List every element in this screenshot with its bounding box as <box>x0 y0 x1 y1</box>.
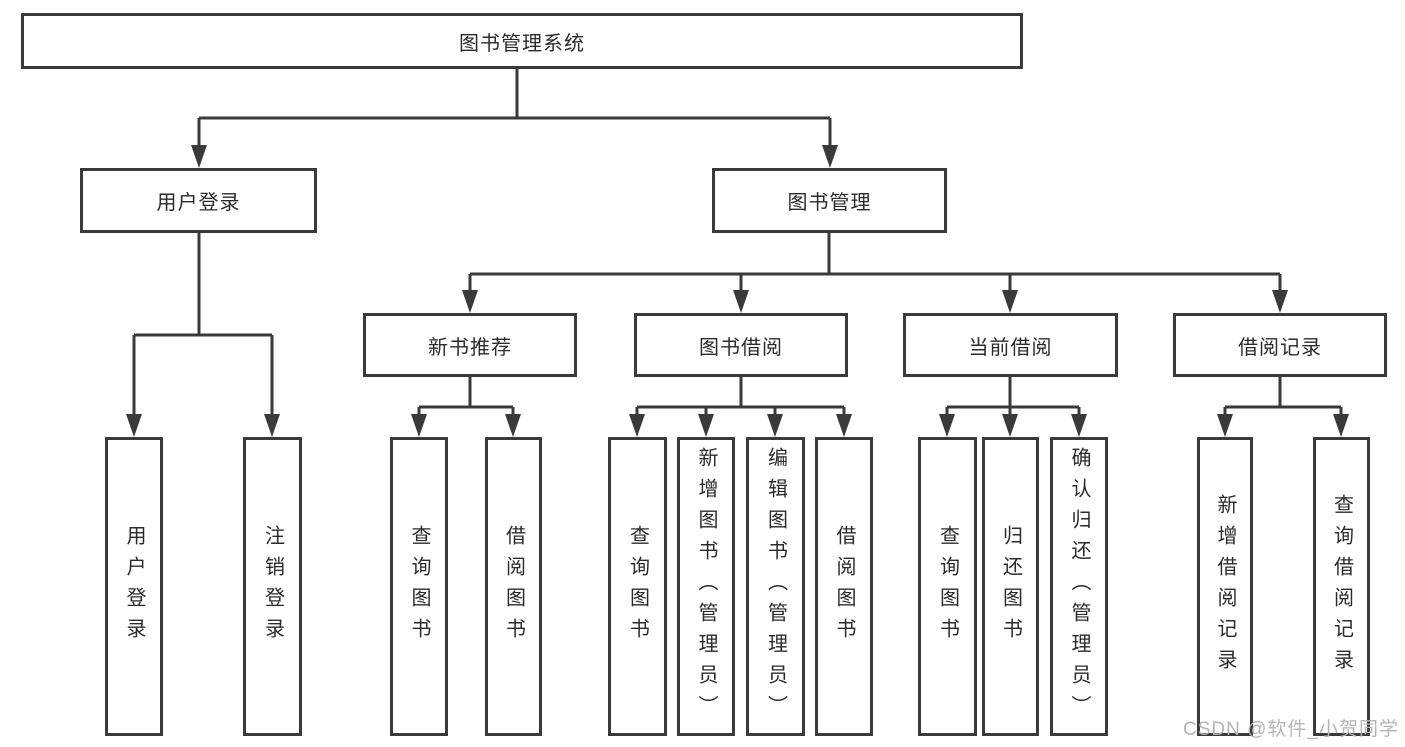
node-label: 用户登录 <box>156 192 241 214</box>
node-leaf-borrow-books-recommend: 借阅图书 <box>485 437 542 736</box>
node-label: 图书借阅 <box>699 336 783 359</box>
connector-root-to-level2 <box>191 69 838 168</box>
node-book-management: 图书管理 <box>712 168 947 233</box>
node-leaf-query-books-current: 查询图书 <box>918 437 977 736</box>
node-label: 查询图书 <box>626 524 649 649</box>
node-label: 编辑图书（管理员） <box>764 447 787 726</box>
node-leaf-confirm-return-admin: 确认归还（管理员） <box>1050 437 1108 736</box>
node-label: 借阅图书 <box>502 524 525 649</box>
node-label: 图书管理系统 <box>459 32 585 55</box>
node-label: 借阅图书 <box>833 524 855 649</box>
node-user-login: 用户登录 <box>80 168 317 233</box>
node-book-borrowing: 图书借阅 <box>634 313 848 377</box>
node-current-borrowing: 当前借阅 <box>903 313 1118 377</box>
node-label: 查询图书 <box>408 524 430 649</box>
node-label: 归还图书 <box>999 524 1022 649</box>
node-leaf-add-borrow-record: 新增借阅记录 <box>1197 437 1253 736</box>
csdn-watermark: CSDN @软件_小贺同学 <box>1183 719 1399 740</box>
connector-user-login-to-leaves <box>126 233 280 437</box>
node-root-library-management-system: 图书管理系统 <box>21 13 1023 69</box>
connector-current-borrowing-to-leaves <box>939 377 1087 437</box>
node-label: 查询借阅记录 <box>1330 493 1353 680</box>
node-leaf-user-login: 用户登录 <box>105 437 163 736</box>
connector-book-borrowing-to-leaves <box>629 377 852 437</box>
connector-borrowing-records-to-leaves <box>1217 377 1349 437</box>
node-label: 用户登录 <box>123 524 145 649</box>
node-label: 查询图书 <box>936 524 959 649</box>
node-leaf-borrow-books: 借阅图书 <box>815 437 873 736</box>
node-leaf-return-books: 归还图书 <box>982 437 1039 736</box>
node-leaf-query-books-recommend: 查询图书 <box>390 437 448 736</box>
node-label: 新书推荐 <box>428 336 512 359</box>
node-new-book-recommend: 新书推荐 <box>363 313 577 377</box>
node-leaf-logout: 注销登录 <box>243 437 302 736</box>
connector-new-book-recommend-to-leaves <box>411 377 521 437</box>
node-label: 图书管理 <box>787 192 872 214</box>
node-leaf-add-books-admin: 新增图书（管理员） <box>677 437 735 736</box>
node-label: 新增借阅记录 <box>1214 493 1236 680</box>
node-leaf-query-borrow-record: 查询借阅记录 <box>1313 437 1370 736</box>
node-borrowing-records: 借阅记录 <box>1173 313 1387 377</box>
node-label: 借阅记录 <box>1238 336 1322 359</box>
node-label: 注销登录 <box>261 524 284 649</box>
connector-book-management-to-level3 <box>462 233 1288 313</box>
node-label: 确认归还（管理员） <box>1068 447 1090 726</box>
node-label: 新增图书（管理员） <box>695 447 717 726</box>
node-leaf-query-books-borrowing: 查询图书 <box>608 437 667 736</box>
node-leaf-edit-books-admin: 编辑图书（管理员） <box>746 437 805 736</box>
node-label: 当前借阅 <box>968 336 1053 359</box>
